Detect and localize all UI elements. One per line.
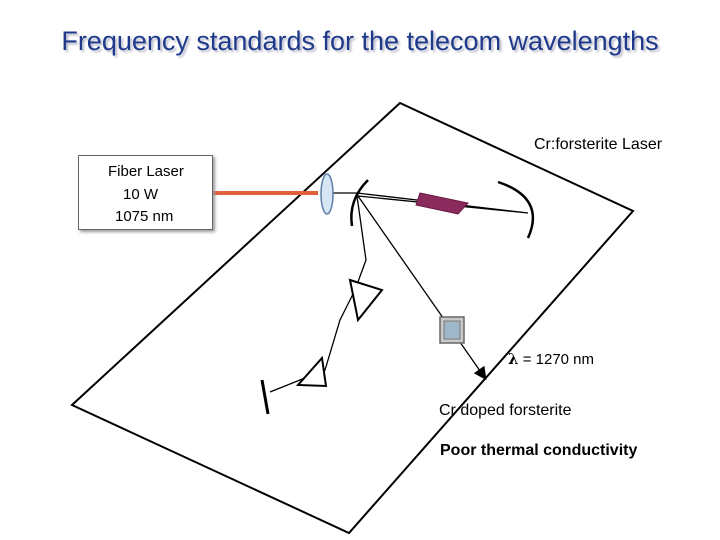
cavity-label: Cr:forsterite Laser bbox=[534, 136, 663, 153]
fiber-laser-power: 10 W bbox=[123, 186, 159, 203]
optical-table-plane bbox=[70, 101, 635, 535]
crystal-label: Cr doped forsterite bbox=[439, 402, 572, 419]
fiber-laser-box: Fiber Laser 10 W 1075 nm bbox=[78, 155, 213, 230]
curved-mirror-right bbox=[497, 180, 535, 239]
page-title: Frequency standards for the telecom wave… bbox=[61, 26, 659, 56]
prism-lower bbox=[295, 355, 328, 388]
crystal bbox=[415, 192, 469, 215]
fiber-laser-name: Fiber Laser bbox=[108, 163, 184, 180]
intracavity-beam bbox=[330, 192, 529, 381]
lambda-symbol: λ bbox=[508, 350, 519, 368]
wavelength-readout: λ = 1270 nm bbox=[508, 350, 594, 368]
fiber-laser-wavelength: 1075 nm bbox=[115, 208, 174, 225]
curved-mirror-left bbox=[350, 179, 369, 227]
thermal-note: Poor thermal conductivity bbox=[440, 442, 638, 459]
lens bbox=[320, 173, 334, 215]
lambda-value: = 1270 nm bbox=[522, 351, 595, 368]
end-mirror bbox=[260, 379, 270, 415]
prism-upper bbox=[348, 278, 384, 323]
